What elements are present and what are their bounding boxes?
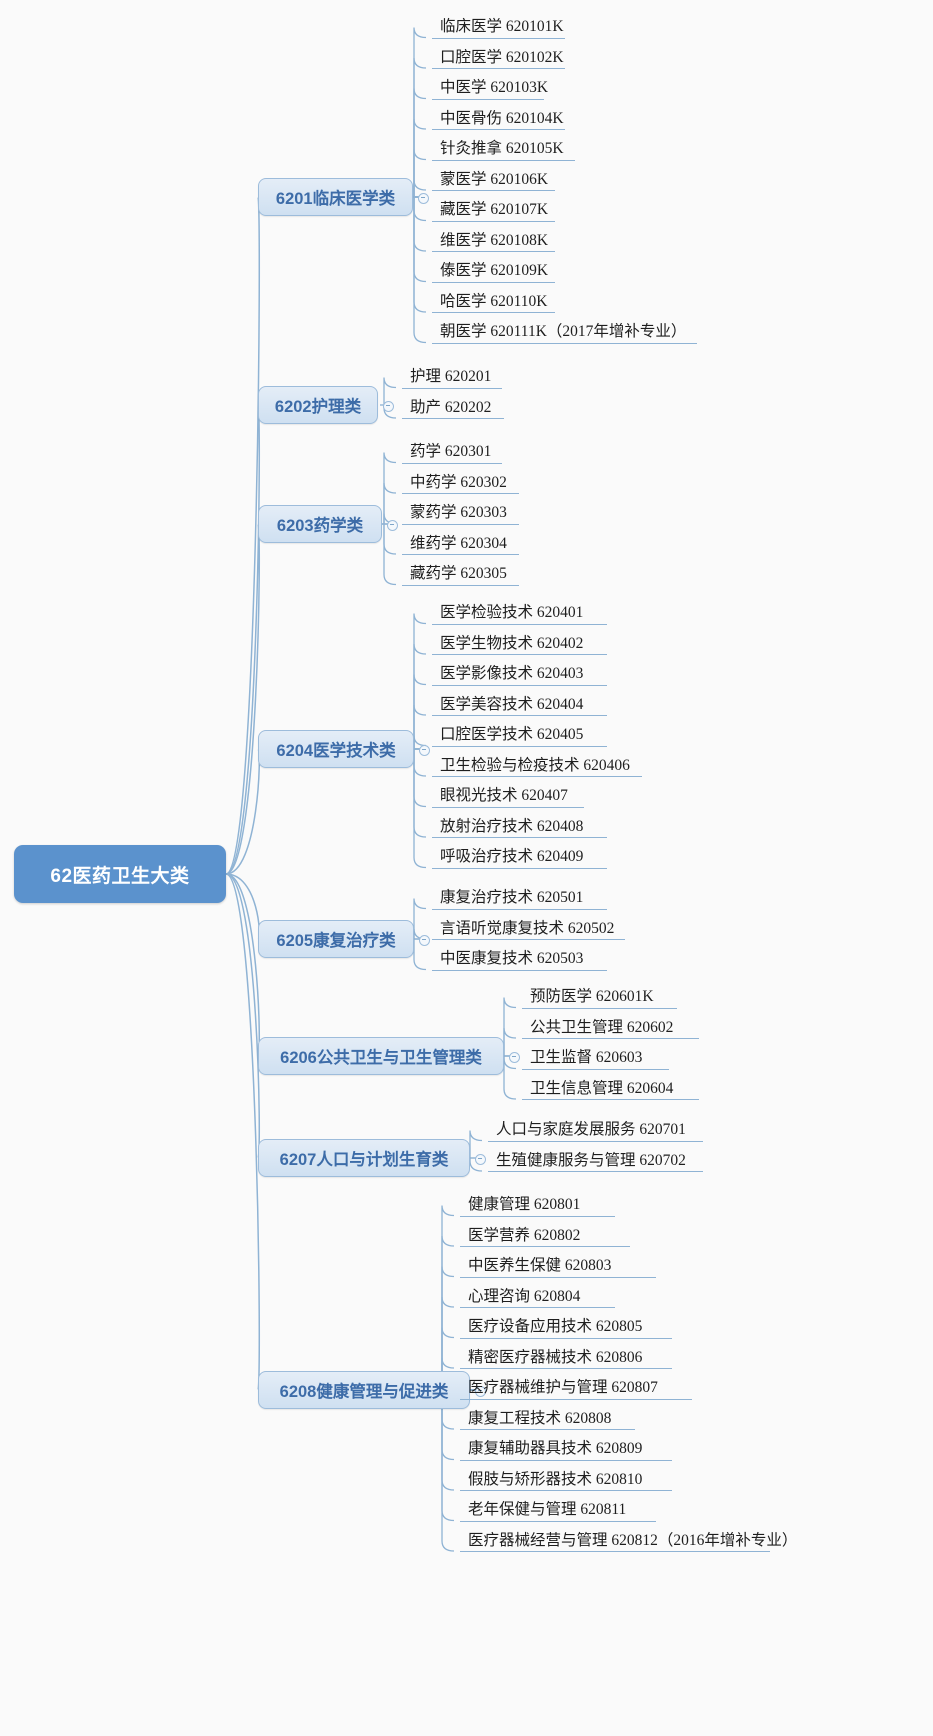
leaf-node[interactable]: 卫生监督 620603 [522,1041,669,1070]
leaf-node[interactable]: 卫生信息管理 620604 [522,1072,699,1100]
leaf-node[interactable]: 生殖健康服务与管理 620702 [488,1144,703,1172]
leaf-node[interactable]: 公共卫生管理 620602 [522,1011,699,1039]
leaf-node[interactable]: 眼视光技术 620407 [432,779,584,808]
leaf-node[interactable]: 医疗器械维护与管理 620807 [460,1371,692,1400]
collapse-toggle-6202[interactable] [383,400,394,412]
leaf-node[interactable]: 康复治疗技术 620501 [432,881,607,910]
leaf-node[interactable]: 中药学 620302 [402,466,519,494]
leaf-node[interactable]: 呼吸治疗技术 620409 [432,840,607,869]
leaf-node[interactable]: 康复工程技术 620808 [460,1402,635,1430]
leaf-node[interactable]: 医学影像技术 620403 [432,657,607,686]
leaf-node[interactable]: 哈医学 620110K [432,285,555,313]
leaf-node[interactable]: 预防医学 620601K [522,980,677,1009]
leaf-node[interactable]: 维药学 620304 [402,527,519,555]
leaf-node[interactable]: 人口与家庭发展服务 620701 [488,1113,703,1142]
leaf-node[interactable]: 藏医学 620107K [432,193,555,222]
leaf-node[interactable]: 针灸推拿 620105K [432,132,575,161]
leaf-node[interactable]: 健康管理 620801 [460,1188,615,1217]
leaf-node[interactable]: 朝医学 620111K（2017年增补专业） [432,315,697,344]
branch-node-6206[interactable]: 6206公共卫生与卫生管理类 [258,1037,504,1075]
leaf-node[interactable]: 中医学 620103K [432,71,548,100]
leaf-node[interactable]: 藏药学 620305 [402,557,519,586]
leaf-node[interactable]: 蒙药学 620303 [402,496,519,525]
leaf-node[interactable]: 医疗设备应用技术 620805 [460,1310,672,1339]
branch-node-6201[interactable]: 6201临床医学类 [258,178,413,216]
leaf-node[interactable]: 心理咨询 620804 [460,1280,615,1308]
leaf-node[interactable]: 中医骨伤 620104K [432,102,565,130]
leaf-node[interactable]: 假肢与矫形器技术 620810 [460,1463,672,1491]
leaf-node[interactable]: 言语听觉康复技术 620502 [432,912,625,940]
leaf-node[interactable]: 口腔医学技术 620405 [432,718,607,747]
leaf-node[interactable]: 医学检验技术 620401 [432,596,607,625]
leaf-node[interactable]: 卫生检验与检疫技术 620406 [432,749,642,777]
branch-node-6204[interactable]: 6204医学技术类 [258,730,414,768]
collapse-toggle-6201[interactable] [418,192,429,204]
collapse-toggle-6207[interactable] [475,1153,486,1165]
leaf-node[interactable]: 医学生物技术 620402 [432,627,607,655]
leaf-node[interactable]: 护理 620201 [402,360,502,389]
leaf-node[interactable]: 中医养生保健 620803 [460,1249,656,1278]
collapse-toggle-6203[interactable] [387,519,398,531]
collapse-toggle-6204[interactable] [419,744,430,756]
branch-node-6208[interactable]: 6208健康管理与促进类 [258,1371,470,1409]
leaf-node[interactable]: 放射治疗技术 620408 [432,810,607,838]
leaf-node[interactable]: 医学美容技术 620404 [432,688,607,716]
collapse-toggle-6205[interactable] [419,934,430,946]
root-node[interactable]: 62医药卫生大类 [14,845,226,903]
leaf-node[interactable]: 精密医疗器械技术 620806 [460,1341,672,1369]
leaf-node[interactable]: 蒙医学 620106K [432,163,555,191]
leaf-node[interactable]: 口腔医学 620102K [432,41,565,69]
leaf-node[interactable]: 医疗器械经营与管理 620812（2016年增补专业） [460,1524,797,1552]
leaf-node[interactable]: 维医学 620108K [432,224,555,252]
branch-node-6205[interactable]: 6205康复治疗类 [258,920,414,958]
leaf-node[interactable]: 中医康复技术 620503 [432,942,607,971]
collapse-toggle-6208[interactable] [475,1385,486,1397]
leaf-node[interactable]: 药学 620301 [402,435,502,464]
branch-node-6207[interactable]: 6207人口与计划生育类 [258,1139,470,1177]
collapse-toggle-6206[interactable] [509,1051,520,1063]
leaf-node[interactable]: 康复辅助器具技术 620809 [460,1432,672,1461]
branch-node-6203[interactable]: 6203药学类 [258,505,382,543]
leaf-node[interactable]: 医学营养 620802 [460,1219,630,1247]
leaf-node[interactable]: 临床医学 620101K [432,10,565,39]
leaf-node[interactable]: 老年保健与管理 620811 [460,1493,656,1522]
leaf-node[interactable]: 傣医学 620109K [432,254,555,283]
leaf-node[interactable]: 助产 620202 [402,391,504,419]
branch-node-6202[interactable]: 6202护理类 [258,386,378,424]
